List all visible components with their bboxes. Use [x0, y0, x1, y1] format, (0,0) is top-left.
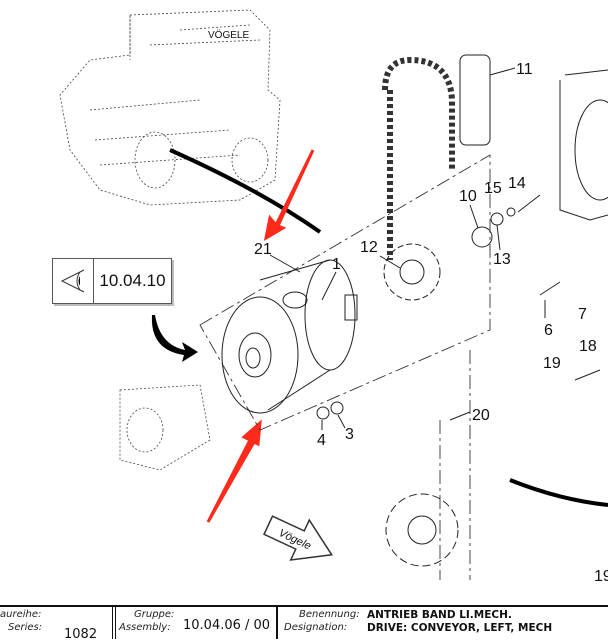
- series-label-de: aureihe:: [0, 609, 42, 620]
- part-label-6: 6: [544, 322, 553, 339]
- hydraulic-motor: [119, 384, 211, 471]
- chain: [382, 56, 455, 260]
- vogele-direction-arrow: Vögele: [263, 515, 333, 561]
- machine-brand-label: VÖGELE: [208, 29, 249, 41]
- title-block: aureihe: Series: 1082 Gruppe: Assembly: …: [0, 605, 608, 642]
- designation-label-de: Benennung:: [299, 609, 360, 620]
- designation-label-en: Designation:: [284, 622, 348, 633]
- part-label-11: 11: [516, 61, 533, 78]
- eye-view-icon: [53, 259, 94, 303]
- part-label-19: 19: [543, 355, 561, 372]
- series-label-en: Series:: [8, 622, 43, 633]
- assembly-value: 10.04.06 / 00: [183, 618, 271, 633]
- part-label-21: 21: [254, 241, 272, 258]
- series-value: 1082: [64, 627, 98, 642]
- grease-can: [459, 54, 491, 146]
- part-label-20: 20: [472, 407, 490, 424]
- part-label-14: 14: [508, 175, 526, 192]
- part-label-18: 18: [579, 338, 597, 355]
- highlight-arrow: [263, 149, 315, 241]
- paver-machine-illustration: VÖGELE: [59, 9, 322, 234]
- part-label-4: 4: [317, 432, 326, 449]
- view-reference-box[interactable]: 10.04.10: [52, 258, 172, 304]
- part-label-1: 1: [332, 256, 341, 273]
- assembly-label-en: Assembly:: [119, 622, 171, 633]
- assembly-label-de: Gruppe:: [134, 609, 175, 620]
- part-label-13: 13: [493, 251, 511, 268]
- designation-value-en: DRIVE: CONVEYOR, LEFT, MECH: [367, 622, 553, 634]
- view-reference-label: 10.04.10: [99, 271, 166, 290]
- part-label-19-lower: 19: [594, 568, 608, 585]
- part-label-3: 3: [345, 426, 354, 443]
- view-direction-arrow: [151, 315, 198, 362]
- part-number-labels: 11 10 15 14 12 13 21 1 6 7 18 19 20 4 3 …: [254, 61, 608, 585]
- gear-motor: [221, 259, 358, 414]
- part-label-15: 15: [484, 180, 502, 197]
- parts-diagram: VÖGELE Vögele: [59, 9, 608, 585]
- highlight-arrow: [206, 419, 262, 523]
- part-label-7: 7: [578, 306, 587, 323]
- part-label-10: 10: [459, 188, 477, 205]
- part-label-12: 12: [360, 239, 378, 256]
- designation-value-de: ANTRIEB BAND LI.MECH.: [367, 609, 512, 621]
